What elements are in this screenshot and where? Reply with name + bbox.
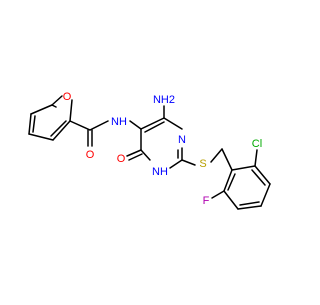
bond-furan-stub <box>51 104 57 108</box>
bond-furan-c4-c5 <box>30 104 53 115</box>
bond-furan-c2-c3-inner <box>50 120 67 137</box>
sulfur-label: S <box>199 158 206 170</box>
bond-furan-c5-o <box>51 95 63 106</box>
ring-nitrogen-label: N <box>178 134 186 146</box>
bond-c4-n3 <box>163 117 183 130</box>
bond-furan-carbonyl <box>69 120 91 131</box>
bond-benz-4-5-inner <box>239 201 260 206</box>
bond-benz-6-1 <box>223 169 233 192</box>
bond-c6-o-a <box>126 149 142 157</box>
bond-c5-c4 <box>140 117 165 130</box>
atom-labels: O O NH NH2 N NH O S Cl F <box>63 91 262 207</box>
amide-nh-label: NH <box>111 116 127 128</box>
keto-oxygen-label: O <box>117 153 126 165</box>
bond-c2-s <box>181 159 196 166</box>
bond-benz-3-4 <box>260 183 271 207</box>
bond-benz-2-3 <box>254 165 271 185</box>
bond-nh-c5 <box>129 120 142 130</box>
bond-furan-o-c2 <box>69 99 73 122</box>
bond-benz-cl <box>254 149 258 167</box>
bond-carbonyl-nh <box>89 120 109 131</box>
bond-furan-c2-c3 <box>52 120 71 141</box>
bond-c5-c4-inner <box>144 121 165 133</box>
amide-oxygen-label: O <box>86 149 95 161</box>
chlorine-label: Cl <box>252 138 262 150</box>
bond-benz-f <box>211 190 225 199</box>
bond-benz-1-2 <box>231 165 256 171</box>
bond-ch2-ring <box>221 148 233 171</box>
amino-group-label: NH2 <box>153 94 175 106</box>
bond-benz-6-1-inner <box>227 173 236 191</box>
bond-furan-c3-c4 <box>28 113 32 135</box>
furan-oxygen-label: O <box>63 91 72 103</box>
ring-nh-label: NH <box>152 166 168 178</box>
bond-c6-n1 <box>140 149 151 161</box>
bond-s-ch2 <box>210 148 223 163</box>
bond-benz-5-6 <box>223 190 239 210</box>
fluorine-label: F <box>203 195 210 207</box>
molecule-svg: O O NH NH2 N NH O S Cl F <box>28 91 271 210</box>
bond-furan-c3-c4b <box>28 133 54 141</box>
bond-c6-o-b <box>128 153 143 161</box>
bond-furan-c3-c4-inner <box>32 115 36 133</box>
bonds <box>28 95 271 210</box>
bond-benz-2-3-inner <box>251 169 266 186</box>
bond-benz-4-5 <box>237 205 262 210</box>
molecule-structure-diagram: O O NH NH2 N NH O S Cl F <box>28 91 271 210</box>
bond-c2-n1 <box>169 159 183 169</box>
